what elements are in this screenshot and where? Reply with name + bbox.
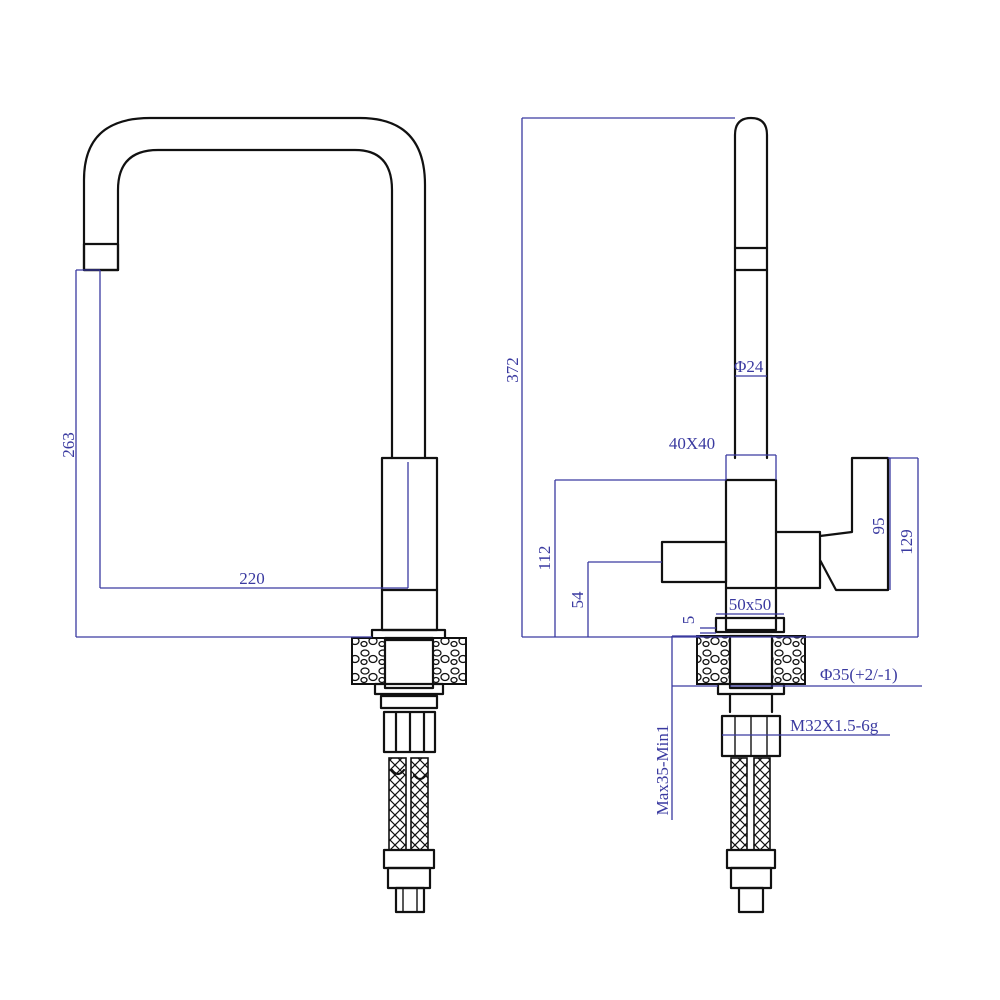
side-washer: [716, 682, 786, 696]
side-deck-left: [696, 635, 731, 685]
side-dim-total-height-label: 372: [503, 357, 522, 383]
side-spout: [733, 116, 769, 460]
side-dim-spout-diameter-label: Φ24: [734, 357, 764, 376]
front-dim-reach-label: 220: [239, 569, 265, 588]
side-dim-base-gap-label: 5: [679, 616, 698, 625]
side-base-flange: [714, 616, 786, 634]
side-shank: [728, 634, 774, 690]
side-dim-base-gap: 5: [679, 616, 716, 634]
side-dim-base-size-label: 50x50: [729, 595, 772, 614]
side-fitting-top: [725, 848, 777, 870]
front-spout: [82, 116, 427, 460]
front-dim-height: 263: [59, 269, 372, 638]
front-fastener: [382, 710, 437, 754]
side-dim-hole-diameter-label: Φ35(+2/-1): [820, 665, 898, 684]
side-dim-hole-diameter: Φ35(+2/-1): [730, 665, 922, 687]
front-aerator: [82, 242, 120, 272]
side-dim-base-size: 50x50: [716, 595, 784, 615]
side-view: 372 Φ24 40X40 112 54 95: [503, 116, 922, 914]
side-dim-handle-height-label: 95: [869, 518, 888, 535]
side-dim-body-section-label: 40X40: [669, 434, 715, 453]
front-dim-height-label: 263: [59, 432, 78, 458]
side-hose-right: [753, 757, 771, 851]
side-dim-handle-height: 95: [869, 457, 891, 590]
front-washer: [373, 682, 445, 696]
side-dim-body-height: 112: [535, 479, 726, 637]
side-dim-outlet-height-label: 54: [568, 591, 587, 609]
side-dim-total-height: 372: [503, 117, 918, 638]
side-fitting-bottom: [737, 886, 765, 914]
front-deck-right: [432, 637, 467, 685]
front-hose-right: [410, 757, 429, 851]
front-base-flange: [370, 628, 447, 642]
side-outlet: [660, 540, 728, 584]
front-view: 263 220: [59, 116, 467, 914]
side-dim-body-height-label: 112: [535, 546, 554, 571]
front-shank: [383, 636, 435, 690]
front-fitting-mid: [386, 866, 432, 890]
side-dim-deck-thickness: Max35-Min1: [653, 635, 718, 820]
side-dim-body-section: 40X40: [669, 434, 777, 480]
side-dim-outlet-height: 54: [568, 561, 662, 637]
side-dim-handle-top-label: 129: [897, 529, 916, 555]
front-deck-left: [351, 637, 386, 685]
front-nut: [379, 694, 439, 710]
front-spout-inner: [116, 148, 394, 460]
side-dim-thread: M32X1.5-6g: [722, 716, 890, 736]
side-hose-left: [730, 757, 748, 851]
side-deck-right: [771, 635, 806, 685]
front-dim-reach: 220: [99, 270, 409, 589]
front-body: [380, 456, 439, 632]
side-dim-handle-top: 129: [888, 457, 919, 637]
side-fitting-mid: [729, 866, 773, 890]
front-fitting-bottom: [394, 886, 426, 914]
side-dim-deck-thickness-label: Max35-Min1: [653, 725, 672, 816]
side-dim-thread-label: M32X1.5-6g: [790, 716, 879, 735]
front-fitting-top: [382, 848, 436, 870]
